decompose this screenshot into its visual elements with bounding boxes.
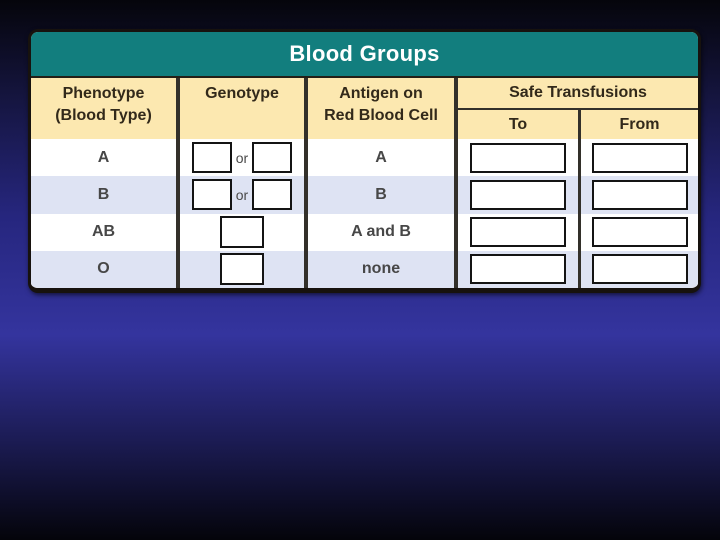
genotype-header-label: Genotype	[205, 85, 279, 102]
genotype-cell	[180, 250, 304, 288]
to-answer-box	[470, 142, 566, 173]
phenotype-header-line2: (Blood Type)	[55, 106, 152, 124]
column-divider	[176, 78, 180, 139]
genotype-answer-box	[220, 216, 264, 249]
column-divider	[454, 176, 458, 214]
safe-transfusions-subheader: To From	[458, 110, 698, 139]
genotype-cell	[180, 213, 304, 251]
from-answer-box	[591, 142, 688, 173]
from-answer-box	[591, 254, 688, 285]
from-answer-box	[591, 179, 688, 210]
antigen-cell: none	[308, 250, 454, 288]
column-divider	[578, 139, 581, 177]
transfusion-from-cell	[581, 176, 698, 214]
transfusion-from-cell	[581, 250, 698, 288]
antigen-header-line2: Red Blood Cell	[324, 106, 438, 124]
column-divider	[578, 250, 581, 288]
phenotype-cell: A	[31, 139, 176, 177]
column-header-phenotype: Phenotype (Blood Type)	[31, 78, 176, 139]
to-answer-box	[470, 179, 566, 210]
table-header-row: Phenotype (Blood Type) Genotype Antigen …	[31, 78, 698, 139]
to-answer-box	[470, 254, 566, 285]
transfusion-to-cell	[458, 213, 578, 251]
transfusion-from-cell	[581, 213, 698, 251]
genotype-answer-box	[252, 179, 293, 211]
to-answer-box	[470, 217, 566, 248]
phenotype-header-line1: Phenotype	[62, 85, 145, 102]
blood-groups-table: Blood Groups Phenotype (Blood Type) Geno…	[28, 29, 701, 293]
column-divider	[304, 250, 308, 288]
transfusion-from-cell	[581, 139, 698, 177]
column-divider	[304, 139, 308, 177]
column-divider	[454, 78, 458, 139]
table-title-bar: Blood Groups	[31, 32, 698, 78]
column-header-to: To	[508, 115, 528, 133]
safe-transfusions-label: Safe Transfusions	[509, 84, 647, 101]
transfusion-to-cell	[458, 139, 578, 177]
table-row-ab: AB A and B	[31, 213, 698, 251]
genotype-answer-box	[191, 179, 232, 211]
genotype-answer-box	[252, 142, 293, 174]
antigen-cell: A and B	[308, 213, 454, 251]
or-label: or	[235, 149, 249, 166]
column-divider	[578, 213, 581, 251]
genotype-answer-box	[191, 142, 232, 174]
column-divider	[454, 250, 458, 288]
column-divider	[578, 110, 581, 139]
column-divider	[454, 139, 458, 177]
phenotype-cell: B	[31, 176, 176, 214]
column-divider	[176, 213, 180, 251]
transfusion-to-cell	[458, 176, 578, 214]
column-divider	[176, 139, 180, 177]
genotype-answer-box	[220, 253, 264, 286]
table-title: Blood Groups	[289, 41, 440, 66]
genotype-cell: or	[180, 139, 304, 177]
antigen-cell: A	[308, 139, 454, 177]
column-divider	[304, 176, 308, 214]
table-row-o: O none	[31, 250, 698, 288]
column-header-safe-transfusions: Safe Transfusions To From	[458, 78, 698, 139]
antigen-header-line1: Antigen on	[339, 85, 423, 102]
column-header-genotype: Genotype	[180, 78, 304, 139]
phenotype-cell: AB	[31, 213, 176, 251]
column-divider	[176, 176, 180, 214]
column-header-antigen: Antigen on Red Blood Cell	[308, 78, 454, 139]
column-divider	[454, 213, 458, 251]
phenotype-cell: O	[31, 250, 176, 288]
table-row-b: B or B	[31, 176, 698, 214]
transfusion-to-cell	[458, 250, 578, 288]
from-answer-box	[591, 217, 688, 248]
or-label: or	[235, 186, 249, 203]
column-divider	[176, 250, 180, 288]
column-header-from: From	[619, 115, 660, 133]
column-divider	[304, 213, 308, 251]
table-body: A or A B	[31, 139, 698, 288]
safe-transfusions-underline	[458, 108, 698, 110]
table-row-a: A or A	[31, 139, 698, 177]
column-divider	[304, 78, 308, 139]
genotype-cell: or	[180, 176, 304, 214]
column-divider	[578, 176, 581, 214]
antigen-cell: B	[308, 176, 454, 214]
